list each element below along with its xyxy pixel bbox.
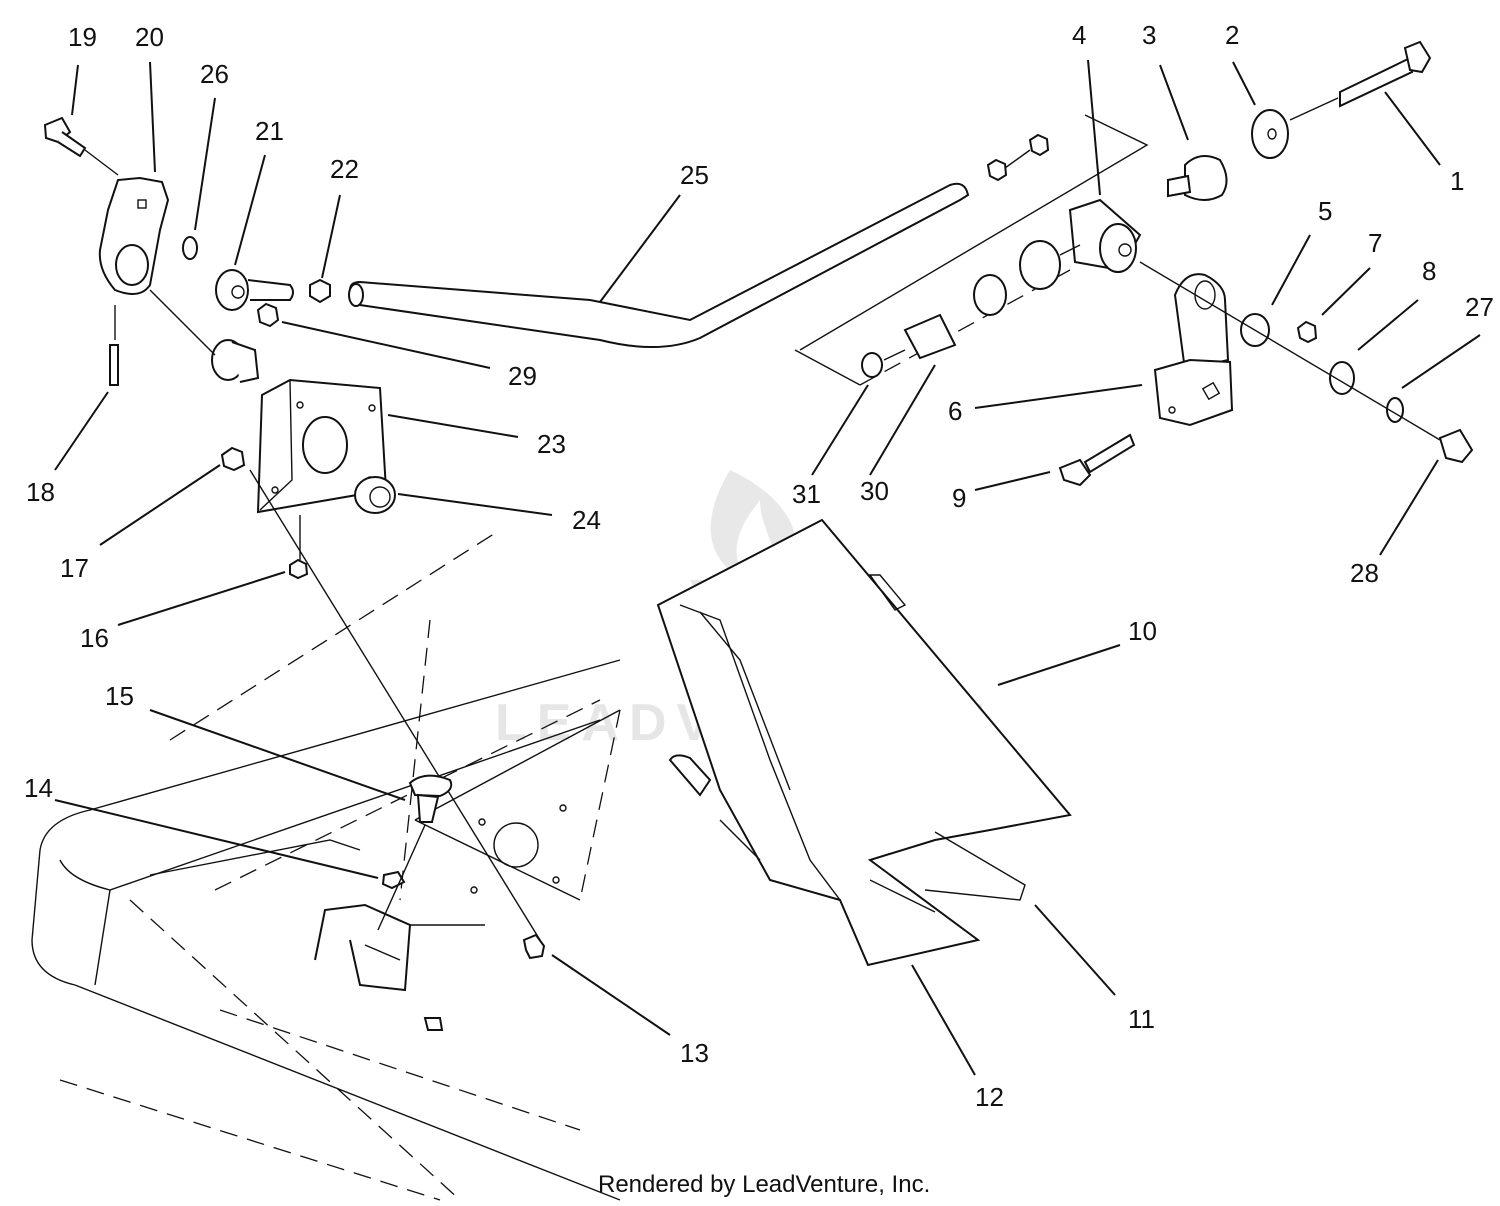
- callout-12: 12: [975, 1082, 1004, 1112]
- callout-26: 26: [200, 59, 229, 89]
- callout-15: 15: [105, 681, 134, 711]
- callout-7: 7: [1368, 228, 1382, 258]
- right-parts: [794, 40, 1474, 487]
- render-credit: Rendered by LeadVenture, Inc.: [598, 1171, 930, 1198]
- callout-13: 13: [680, 1038, 709, 1068]
- callout-9: 9: [952, 483, 966, 513]
- callout-10: 10: [1128, 616, 1157, 646]
- callout-19: 19: [68, 22, 97, 52]
- callout-27: 27: [1465, 292, 1494, 322]
- pedal-assembly: [656, 518, 1072, 967]
- callout-3: 3: [1142, 20, 1156, 50]
- callout-22: 22: [330, 154, 359, 184]
- callout-18: 18: [26, 477, 55, 507]
- callout-5: 5: [1318, 196, 1332, 226]
- left-parts: [43, 116, 541, 941]
- callout-17: 17: [60, 553, 89, 583]
- callout-23: 23: [537, 429, 566, 459]
- callout-21: 21: [255, 116, 284, 146]
- callout-20: 20: [135, 22, 164, 52]
- callout-1: 1: [1450, 166, 1464, 196]
- callout-28: 28: [1350, 558, 1379, 588]
- callout-4: 4: [1072, 20, 1086, 50]
- callout-24: 24: [572, 505, 601, 535]
- callout-11: 11: [1128, 1004, 1155, 1034]
- callout-16: 16: [80, 623, 109, 653]
- callouts: 1 2 3 4 5 6 7 8 9 10 11 12 13 14 15 16 1…: [24, 20, 1494, 1112]
- callout-14: 14: [24, 773, 53, 803]
- small-fasteners: [377, 774, 546, 960]
- callout-31: 31: [792, 479, 821, 509]
- callout-25: 25: [680, 160, 709, 190]
- callout-6: 6: [948, 396, 962, 426]
- callout-2: 2: [1225, 20, 1239, 50]
- control-rod: [348, 182, 970, 349]
- callout-29: 29: [508, 361, 537, 391]
- callout-30: 30: [860, 476, 889, 506]
- leader-lines: [54, 59, 1481, 1076]
- frame-outline: [31, 529, 621, 1201]
- callout-8: 8: [1422, 256, 1436, 286]
- mount-plate: [414, 709, 621, 901]
